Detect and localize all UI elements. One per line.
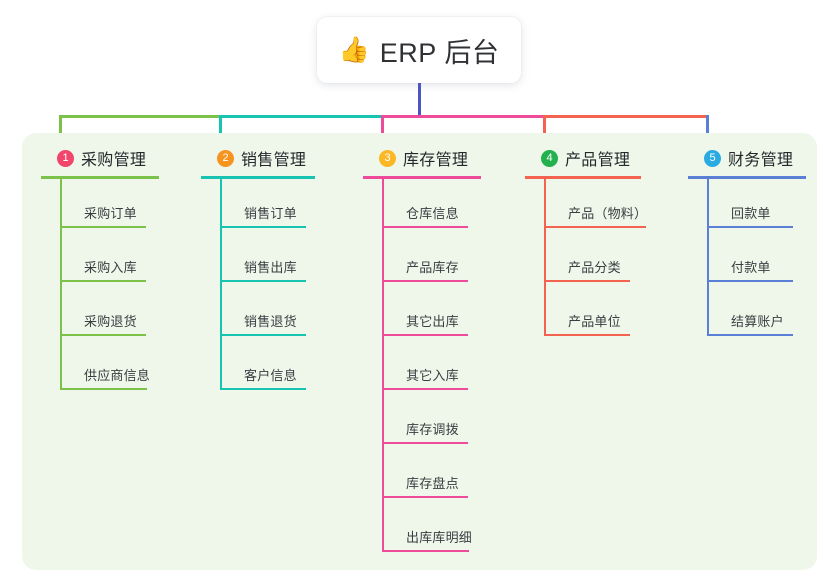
branch-bar-segment-1	[59, 115, 221, 118]
leaf-item-label: 回款单	[731, 206, 771, 221]
leaf-item-rule	[60, 226, 146, 228]
leaf-item-label: 其它入库	[406, 368, 459, 383]
branch-spine	[544, 177, 546, 336]
leaf-item-rule	[382, 226, 468, 228]
branch-header-销售管理[interactable]: 2 销售管理	[201, 146, 306, 170]
leaf-item-rule	[382, 442, 468, 444]
leaf-item-rule	[707, 334, 793, 336]
branch-column-产品管理: 4 产品管理产品（物料） 产品分类产品单位	[525, 146, 647, 336]
leaf-item-rule	[382, 280, 468, 282]
leaf-item-rule	[382, 550, 469, 552]
branch-drop-connector-1	[59, 115, 62, 140]
root-title: ERP 后台	[379, 37, 500, 68]
leaf-item-label: 客户信息	[244, 368, 297, 383]
leaf-item-rule	[220, 226, 306, 228]
branch-number-badge: 5	[704, 149, 721, 167]
leaf-item-label: 供应商信息	[84, 368, 151, 383]
leaf-item-label: 销售出库	[244, 260, 297, 275]
branch-number-badge: 2	[217, 149, 234, 167]
leaf-item-rule	[220, 280, 306, 282]
leaf-item-label: 产品单位	[568, 314, 621, 329]
branch-number-badge: 1	[57, 149, 74, 167]
branch-header-产品管理[interactable]: 4 产品管理	[525, 146, 630, 170]
leaf-item-rule	[60, 280, 146, 282]
branch-title: 采购管理	[81, 152, 147, 169]
leaf-item-label: 其它出库	[406, 314, 459, 329]
branch-header-财务管理[interactable]: 5 财务管理	[688, 146, 793, 170]
leaf-item-rule	[60, 388, 147, 390]
branch-column-销售管理: 2 销售管理销售订单销售出库销售退货客户信息	[201, 146, 315, 390]
leaf-item-rule	[382, 388, 468, 390]
leaf-item-rule	[60, 334, 146, 336]
root-node[interactable]: 👍 ERP 后台	[317, 17, 521, 83]
leaf-item-label: 产品库存	[406, 260, 459, 275]
leaf-item-rule	[707, 226, 793, 228]
branch-header-库存管理[interactable]: 3 库存管理	[363, 146, 468, 170]
leaf-item-label: 库存调拨	[406, 422, 459, 437]
leaf-item-label: 采购入库	[84, 260, 137, 275]
thumbs-up-icon: 👍	[338, 35, 370, 64]
leaf-item-label: 出库库明细	[406, 530, 473, 545]
leaf-item-rule	[382, 496, 468, 498]
branch-title: 销售管理	[241, 152, 307, 169]
branch-drop-connector-4	[543, 115, 546, 140]
leaf-item-rule	[382, 334, 468, 336]
branch-title: 财务管理	[728, 152, 794, 169]
branch-column-库存管理: 3 库存管理仓库信息产品库存其它出库其它入库库存调拨库存盘点出库库明细	[363, 146, 481, 552]
branches-panel	[22, 133, 817, 570]
branch-header-rule	[525, 176, 641, 179]
leaf-item-label: 销售订单	[244, 206, 297, 221]
leaf-item-rule	[220, 334, 306, 336]
leaf-item-label: 结算账户	[731, 314, 784, 329]
leaf-item-label: 采购退货	[84, 314, 137, 329]
branch-title: 产品管理	[565, 152, 631, 169]
leaf-item-rule	[707, 280, 793, 282]
leaf-item-rule	[544, 226, 646, 228]
leaf-item-rule	[544, 280, 630, 282]
leaf-item-rule	[220, 388, 306, 390]
branch-header-rule	[363, 176, 481, 179]
branch-column-采购管理: 1 采购管理采购订单采购入库采购退货供应商信息	[41, 146, 159, 390]
leaf-item-rule	[544, 334, 630, 336]
leaf-item-label: 产品分类	[568, 260, 621, 275]
leaf-item-label: 仓库信息	[406, 206, 459, 221]
branch-number-badge: 3	[379, 149, 396, 167]
branch-header-rule	[41, 176, 159, 179]
branch-column-财务管理: 5 财务管理回款单付款单结算账户	[688, 146, 806, 336]
leaf-item-label: 库存盘点	[406, 476, 459, 491]
leaf-item-label: 销售退货	[244, 314, 297, 329]
branch-spine	[60, 177, 62, 390]
branch-bar-segment-2	[219, 115, 383, 118]
branch-drop-connector-3	[381, 115, 384, 140]
branch-header-rule	[201, 176, 315, 179]
branch-spine	[382, 177, 384, 552]
branch-header-rule	[688, 176, 806, 179]
branch-header-采购管理[interactable]: 1 采购管理	[41, 146, 146, 170]
leaf-item-label: 产品（物料）	[568, 206, 648, 221]
branch-title: 库存管理	[403, 152, 469, 169]
branch-drop-connector-2	[219, 115, 222, 140]
branch-spine	[707, 177, 709, 336]
branch-bar-segment-4	[543, 115, 708, 118]
branch-drop-connector-5	[706, 115, 709, 140]
branch-spine	[220, 177, 222, 390]
branch-bar-segment-3	[381, 115, 545, 118]
leaf-item-label: 采购订单	[84, 206, 137, 221]
root-stem-connector	[418, 83, 421, 118]
leaf-item-label: 付款单	[731, 260, 771, 275]
branch-number-badge: 4	[541, 149, 558, 167]
